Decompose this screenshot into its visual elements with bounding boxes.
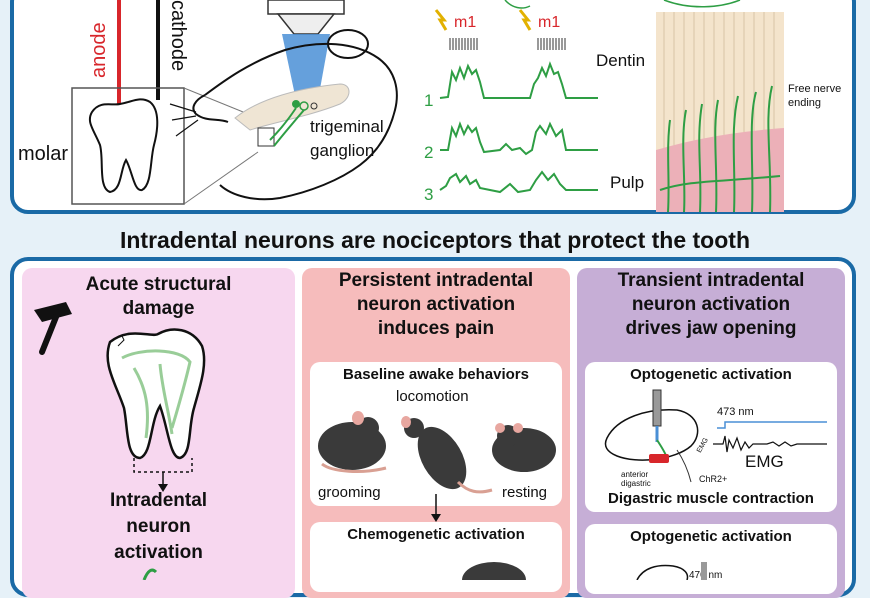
trace-number-3: 3 <box>424 185 433 204</box>
skull-base <box>234 83 350 131</box>
main-heading: Intradental neurons are nociceptors that… <box>119 227 750 253</box>
opto-mouse-head-2 <box>636 564 689 580</box>
stim-label-2: m1 <box>538 14 560 31</box>
emg-label: EMG <box>745 452 784 471</box>
dentin-tubules <box>663 12 775 150</box>
resting-mouse <box>492 423 556 472</box>
structural-title-line2: damage <box>122 298 195 319</box>
stim-pulses-1 <box>449 38 478 50</box>
free-nerve-label-2: ending <box>788 97 821 109</box>
ganglion-label-2: ganglion <box>310 141 374 160</box>
persistent-title-line2: neuron activation <box>356 294 516 315</box>
optogenetic-title-1: Optogenetic activation <box>630 366 792 383</box>
tooth-nerves <box>121 349 192 439</box>
structural-damage-column: Acute structural damage Intradental neur… <box>22 268 295 598</box>
trace-2 <box>440 121 598 156</box>
laser-pulse-trace-1 <box>717 421 827 429</box>
lightning-icon-1 <box>434 9 448 31</box>
whiskers <box>169 103 199 137</box>
optogenetic-illustrations <box>604 389 827 580</box>
optogenetic-card-1: Optogenetic activation 473 nm EMG EMG an… <box>585 362 837 512</box>
outcome-line2: neuron <box>126 516 191 537</box>
mouse-snout <box>192 94 229 123</box>
anode-label: anode <box>88 22 110 78</box>
chr2-label: ChR2+ <box>699 474 728 484</box>
zoom-line-bottom <box>183 151 259 205</box>
persistent-title-line1: Persistent intradental <box>338 270 534 291</box>
molar-label: molar <box>18 143 68 165</box>
objective-tip <box>276 13 336 35</box>
optic-fiber-2 <box>701 562 707 580</box>
objective-lens <box>267 0 345 15</box>
mouse-head-outline <box>204 42 398 201</box>
behavior-illustrations <box>318 411 556 580</box>
top-illustration: anode cathode molar trigeminal ganglion … <box>18 0 841 213</box>
nerve-fibers <box>269 107 305 147</box>
trace-number-2: 2 <box>424 143 433 162</box>
emg-trace <box>713 435 827 453</box>
baseline-title: Baseline awake behaviors <box>343 366 529 383</box>
molar-illustration <box>88 98 159 194</box>
opto-mouse-head <box>604 409 699 461</box>
laser-label-1: 473 nm <box>717 406 754 418</box>
free-nerve-label-1: Free nerve <box>788 83 841 95</box>
anterior-label-2: digastric <box>621 479 651 488</box>
chemogenetic-title: Chemogenetic activation <box>347 526 525 543</box>
locomotion-label: locomotion <box>396 388 469 405</box>
transient-title-line3: drives jaw opening <box>625 318 797 339</box>
mouse-ear <box>327 29 369 59</box>
lightning-icon-2 <box>518 9 532 31</box>
anterior-label-1: anterior <box>621 470 649 479</box>
locomotion-mouse <box>401 416 493 494</box>
stim-label-1: m1 <box>454 14 476 31</box>
ganglion-cell-3 <box>310 102 318 110</box>
trace-3 <box>439 170 598 194</box>
neuron-fragment <box>504 0 531 9</box>
ganglion-label-1: trigeminal <box>310 117 384 136</box>
transient-title-line2: neuron activation <box>631 294 791 315</box>
dashed-connector <box>133 458 193 473</box>
tooth-illustration <box>106 328 206 460</box>
emg-lead <box>676 449 692 483</box>
trace-number-1: 1 <box>424 91 433 110</box>
down-arrow-head <box>158 484 168 492</box>
tooth-crack <box>117 335 125 347</box>
trace-1 <box>439 61 598 99</box>
transient-title-line1: Transient intradental <box>617 270 805 291</box>
free-nerve-endings <box>659 85 781 213</box>
contraction-label: Digastric muscle contraction <box>608 490 814 507</box>
grooming-mouse <box>318 411 387 473</box>
dentin-label: Dentin <box>596 51 645 70</box>
persistent-title-line3: induces pain <box>377 318 495 339</box>
cathode-label: cathode <box>167 0 189 71</box>
structural-illustration <box>34 302 206 580</box>
neuron-tail <box>142 568 158 580</box>
optogenetic-title-2: Optogenetic activation <box>630 528 792 545</box>
hammer-icon <box>34 302 72 355</box>
nerve-fragment-top <box>663 0 741 8</box>
structural-title-line1: Acute structural <box>85 274 232 295</box>
outcome-line1: Intradental <box>109 490 208 511</box>
light-beam <box>282 34 330 100</box>
resting-label: resting <box>502 484 548 501</box>
ganglion-cell-1 <box>292 100 300 108</box>
grooming-label: grooming <box>318 484 381 501</box>
pulp-label: Pulp <box>610 173 644 192</box>
chemogenetic-mouse <box>462 562 526 580</box>
outcome-line3: activation <box>114 542 203 563</box>
magnified-box <box>71 87 185 205</box>
optic-fiber <box>652 389 662 427</box>
stim-pulses-2 <box>537 38 566 50</box>
behavior-arrow-head <box>431 514 441 522</box>
digastric-muscle <box>649 454 669 463</box>
